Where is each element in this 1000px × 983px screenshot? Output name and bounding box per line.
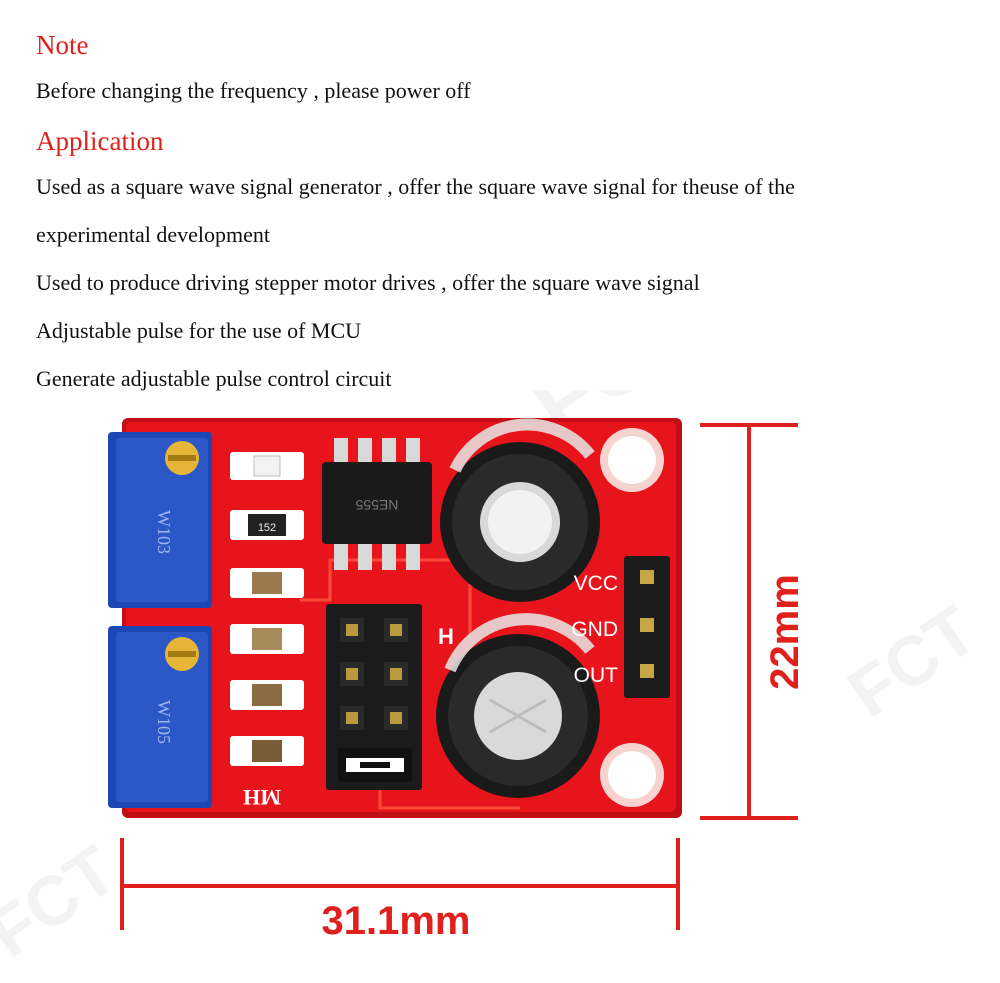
application-line-2: experimental development bbox=[36, 222, 270, 247]
product-figure: FCT FCT FCT W103 W105 1 bbox=[0, 390, 990, 972]
chip-label: NE555 bbox=[355, 497, 398, 513]
potentiometer-top[interactable]: W103 bbox=[108, 432, 212, 608]
capacitor-4 bbox=[230, 736, 304, 766]
resistor: 152 bbox=[230, 510, 304, 540]
capacitor-1 bbox=[230, 568, 304, 598]
application-line-1: Used as a square wave signal generator ,… bbox=[36, 174, 795, 199]
application-line-3: Used to produce driving stepper motor dr… bbox=[36, 270, 700, 295]
electrolytic-capacitor-bottom bbox=[436, 613, 600, 798]
potentiometer-bottom[interactable]: W105 bbox=[108, 626, 212, 808]
output-pin-header[interactable] bbox=[624, 556, 670, 698]
resistor-code: 152 bbox=[258, 522, 276, 534]
pin-label-vcc: VCC bbox=[574, 572, 618, 595]
jumper-label: H bbox=[438, 624, 454, 649]
note-heading: Note bbox=[36, 30, 89, 60]
application-line-4: Adjustable pulse for the use of MCU bbox=[36, 318, 362, 343]
led bbox=[230, 452, 304, 480]
pot-bottom-label: W105 bbox=[154, 700, 174, 744]
pin-label-out: OUT bbox=[574, 664, 619, 687]
watermark-text-3: FCT bbox=[0, 830, 130, 972]
jumper-header[interactable] bbox=[326, 604, 422, 790]
capacitor-2 bbox=[230, 624, 304, 654]
ne555-chip: NE555 bbox=[322, 438, 432, 570]
watermark-text-2: FCT bbox=[834, 590, 990, 732]
width-dimension bbox=[120, 838, 680, 930]
height-dimension-label: 22mm bbox=[763, 574, 807, 690]
note-text: Before changing the frequency , please p… bbox=[36, 78, 471, 103]
application-line-5: Generate adjustable pulse control circui… bbox=[36, 366, 392, 391]
height-dimension bbox=[700, 423, 798, 820]
electrolytic-capacitor-top bbox=[440, 418, 600, 602]
capacitor-3 bbox=[230, 680, 304, 710]
pin-label-gnd: GND bbox=[571, 618, 618, 641]
width-dimension-label: 31.1mm bbox=[322, 899, 471, 943]
brand-mark: MH bbox=[243, 785, 281, 810]
application-heading: Application bbox=[36, 126, 164, 156]
pot-top-label: W103 bbox=[154, 510, 174, 554]
